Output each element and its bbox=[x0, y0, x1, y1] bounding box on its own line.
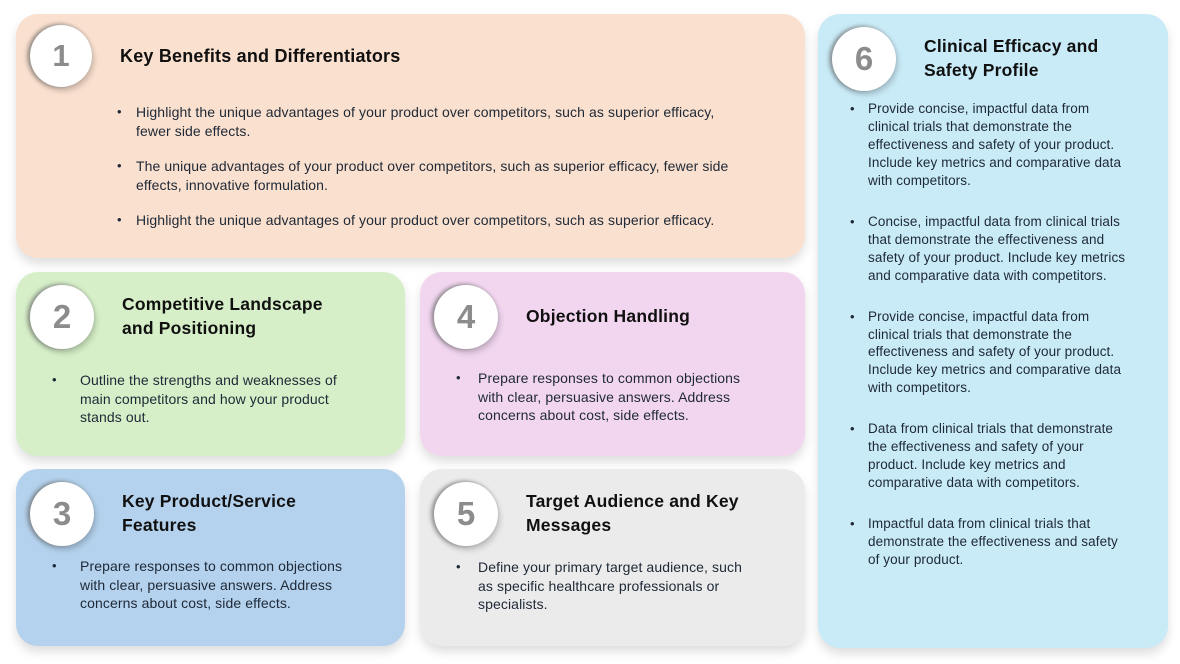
card-header: 3 Key Product/Service Features bbox=[16, 469, 405, 546]
step-number-badge-2: 2 bbox=[30, 285, 94, 349]
card-product-service-features: 3 Key Product/Service Features Prepare r… bbox=[16, 469, 405, 646]
card-header: 5 Target Audience and Key Messages bbox=[420, 469, 805, 546]
card-title: Key Product/Service Features bbox=[122, 491, 297, 535]
card-target-audience: 5 Target Audience and Key Messages Defin… bbox=[420, 469, 805, 646]
bullet-list: Outline the strengths and weaknesses of … bbox=[48, 371, 356, 427]
card-key-benefits: 1 Key Benefits and Differentiators Highl… bbox=[16, 14, 805, 258]
card-clinical-efficacy: 6 Clinical Efficacy and Safety Profile P… bbox=[818, 14, 1168, 648]
bullet-item: Define your primary target audience, suc… bbox=[452, 558, 758, 614]
bullet-list: Prepare responses to common objections w… bbox=[48, 557, 358, 613]
bullet-list: Define your primary target audience, suc… bbox=[452, 558, 758, 614]
card-title: Objection Handling bbox=[526, 306, 691, 327]
step-number-badge-4: 4 bbox=[434, 285, 498, 349]
step-number-badge-1: 1 bbox=[30, 25, 92, 87]
bullet-item: Highlight the unique advantages of your … bbox=[113, 211, 743, 230]
bullet-item: Impactful data from clinical trials that… bbox=[846, 515, 1132, 569]
bullet-item: Concise, impactful data from clinical tr… bbox=[846, 213, 1132, 285]
bullet-item: Provide concise, impactful data from cli… bbox=[846, 308, 1132, 398]
step-number-badge-3: 3 bbox=[30, 482, 94, 546]
bullet-item: Provide concise, impactful data from cli… bbox=[846, 100, 1132, 190]
step-number-badge-5: 5 bbox=[434, 482, 498, 546]
bullet-item: Data from clinical trials that demonstra… bbox=[846, 420, 1132, 492]
card-header: 6 Clinical Efficacy and Safety Profile bbox=[818, 14, 1168, 91]
card-competitive-landscape: 2 Competitive Landscape and Positioning … bbox=[16, 272, 405, 456]
bullet-item: Prepare responses to common objections w… bbox=[452, 369, 758, 425]
bullet-item: Highlight the unique advantages of your … bbox=[113, 103, 743, 140]
card-title: Key Benefits and Differentiators bbox=[120, 45, 401, 66]
bullet-list: Prepare responses to common objections w… bbox=[452, 369, 758, 425]
bullet-item: The unique advantages of your product ov… bbox=[113, 157, 743, 194]
card-title: Competitive Landscape and Positioning bbox=[122, 294, 323, 338]
bullet-item: Prepare responses to common objections w… bbox=[48, 557, 358, 613]
card-title: Clinical Efficacy and Safety Profile bbox=[924, 36, 1099, 80]
bullet-list: Highlight the unique advantages of your … bbox=[113, 103, 743, 230]
card-header: 2 Competitive Landscape and Positioning bbox=[16, 272, 405, 349]
card-header: 4 Objection Handling bbox=[420, 272, 805, 349]
step-number-badge-6: 6 bbox=[832, 27, 896, 91]
bullet-list: Provide concise, impactful data from cli… bbox=[846, 100, 1132, 569]
card-title: Target Audience and Key Messages bbox=[526, 491, 739, 535]
card-header: 1 Key Benefits and Differentiators bbox=[16, 14, 805, 87]
bullet-item: Outline the strengths and weaknesses of … bbox=[48, 371, 356, 427]
card-objection-handling: 4 Objection Handling Prepare responses t… bbox=[420, 272, 805, 456]
